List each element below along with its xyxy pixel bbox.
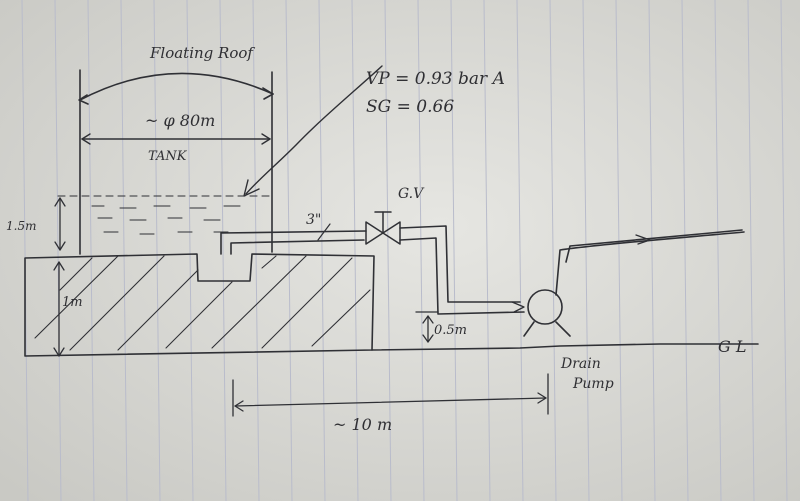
grid-line <box>384 0 392 501</box>
pump-elevation-label: 0.5m <box>434 323 467 338</box>
grid-line <box>54 0 62 501</box>
pipe-size-label: 3" <box>306 212 321 228</box>
grid-line <box>351 0 359 501</box>
grid-line <box>219 0 227 501</box>
drain-pump-label-line2: Pump <box>572 376 614 392</box>
tank <box>78 69 274 255</box>
tank-label: TANK <box>148 149 188 164</box>
grid-line <box>417 0 425 501</box>
grid-line <box>120 0 128 501</box>
grid-line <box>549 0 557 501</box>
liquid-level <box>57 195 273 235</box>
grid-line <box>615 0 623 501</box>
grid-line <box>153 0 161 501</box>
grid-line <box>252 0 260 501</box>
flow-arrow-discharge <box>635 234 651 245</box>
liquid-height-label: 1.5m <box>6 219 36 233</box>
grid-line <box>186 0 194 501</box>
grid-line <box>714 0 722 501</box>
floating-roof-label: Floating Roof <box>149 44 255 62</box>
paper-grid-lines <box>21 0 788 501</box>
grid-line <box>318 0 326 501</box>
flow-arrow-to-pump <box>511 301 525 313</box>
grid-line <box>516 0 524 501</box>
grid-line <box>87 0 95 501</box>
pump-elevation-dimension <box>415 311 439 343</box>
grid-line <box>681 0 689 501</box>
discharge-pipe <box>555 229 745 296</box>
drain-pump-label-line1: Drain <box>560 356 601 372</box>
drain-pump-icon <box>523 289 571 337</box>
foundation-outline <box>24 253 375 357</box>
distance-label: ~ 10 m <box>333 415 392 434</box>
grid-line <box>21 0 29 501</box>
grid-line <box>780 0 788 501</box>
roof-arrow-right <box>262 87 274 100</box>
specific-gravity-label: SG = 0.66 <box>366 97 454 117</box>
grid-line <box>285 0 293 501</box>
distance-dimension <box>232 373 549 417</box>
diameter-dimension <box>81 133 271 145</box>
foundation-hatch <box>34 255 371 351</box>
pipe-lower-line <box>230 239 365 255</box>
grid-line <box>483 0 491 501</box>
base-height-label: 1m <box>62 295 83 310</box>
grid-line <box>582 0 590 501</box>
pipe-to-pump-upper <box>399 225 521 303</box>
ground-line <box>371 343 759 351</box>
base-height-dimension <box>53 261 65 357</box>
foundation <box>24 253 375 357</box>
roof-arrow-left <box>78 94 89 105</box>
gate-valve-icon <box>365 211 401 245</box>
vp-leader <box>243 65 383 197</box>
pipe-upper-line <box>220 230 367 255</box>
ground-level-label: G L <box>718 337 747 356</box>
diameter-label: ~ φ 80m <box>145 111 215 130</box>
gate-valve-label: G.V <box>398 186 425 202</box>
pipe-to-pump-lower <box>399 237 525 315</box>
vapor-pressure-label: VP = 0.93 bar A <box>366 69 505 89</box>
grid-line <box>747 0 755 501</box>
grid-line <box>450 0 458 501</box>
suction-pipe <box>220 225 525 315</box>
pipe-size-tick <box>317 223 331 241</box>
grid-line <box>648 0 656 501</box>
floating-roof-arc <box>79 72 274 101</box>
liquid-height-dimension <box>54 197 66 251</box>
